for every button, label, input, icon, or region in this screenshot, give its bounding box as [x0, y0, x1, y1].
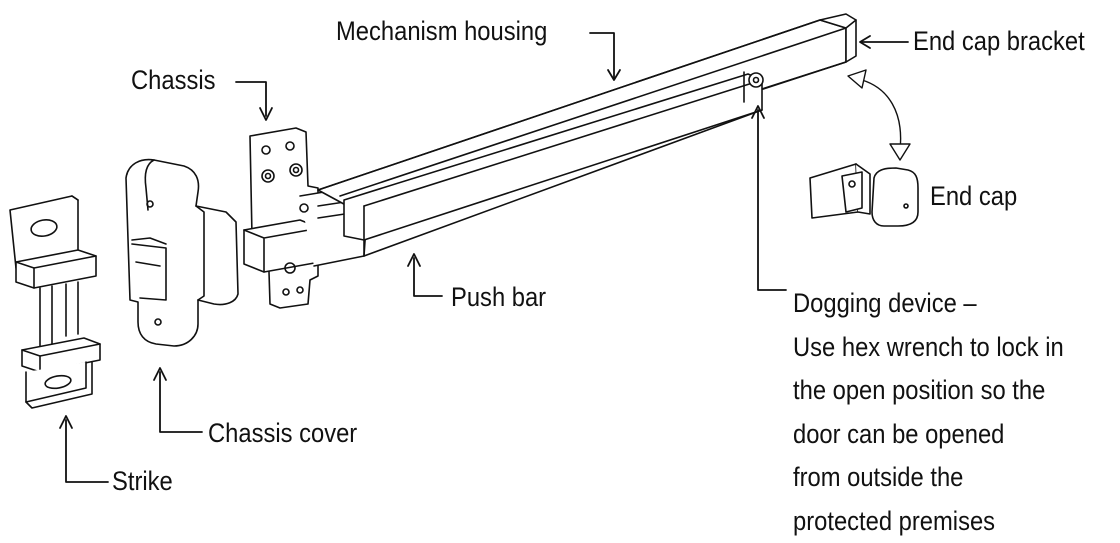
swap-arrow: [862, 80, 901, 150]
label-strike: Strike: [112, 468, 173, 495]
label-chassis-cover: Chassis cover: [208, 420, 357, 447]
label-end-cap-bracket: End cap bracket: [913, 28, 1085, 55]
label-push-bar: Push bar: [451, 284, 546, 311]
strike-part: [10, 196, 100, 408]
label-chassis: Chassis: [131, 67, 216, 94]
dogging-device-line: Dogging device –: [793, 282, 1064, 326]
exit-device-diagram: Mechanism housing End cap bracket Chassi…: [0, 0, 1120, 531]
leader-chassis-cover: [160, 372, 202, 432]
leader-mechanism-housing: [590, 33, 614, 78]
label-mechanism-housing: Mechanism housing: [336, 18, 547, 45]
dogging-device-line: protected premises: [793, 500, 1064, 543]
dogging-device-line: the open position so the: [793, 369, 1064, 413]
chassis-cover-part: [126, 160, 238, 346]
end-cap-part: [810, 164, 918, 226]
dogging-device-line: door can be opened: [793, 413, 1064, 457]
dogging-device-line: Use hex wrench to lock in: [793, 326, 1064, 370]
label-dogging-device: Dogging device – Use hex wrench to lock …: [793, 282, 1064, 543]
label-end-cap: End cap: [930, 183, 1017, 210]
leader-dogging-device: [758, 110, 786, 290]
leader-strike: [66, 420, 108, 482]
dogging-device-line: from outside the: [793, 456, 1064, 500]
